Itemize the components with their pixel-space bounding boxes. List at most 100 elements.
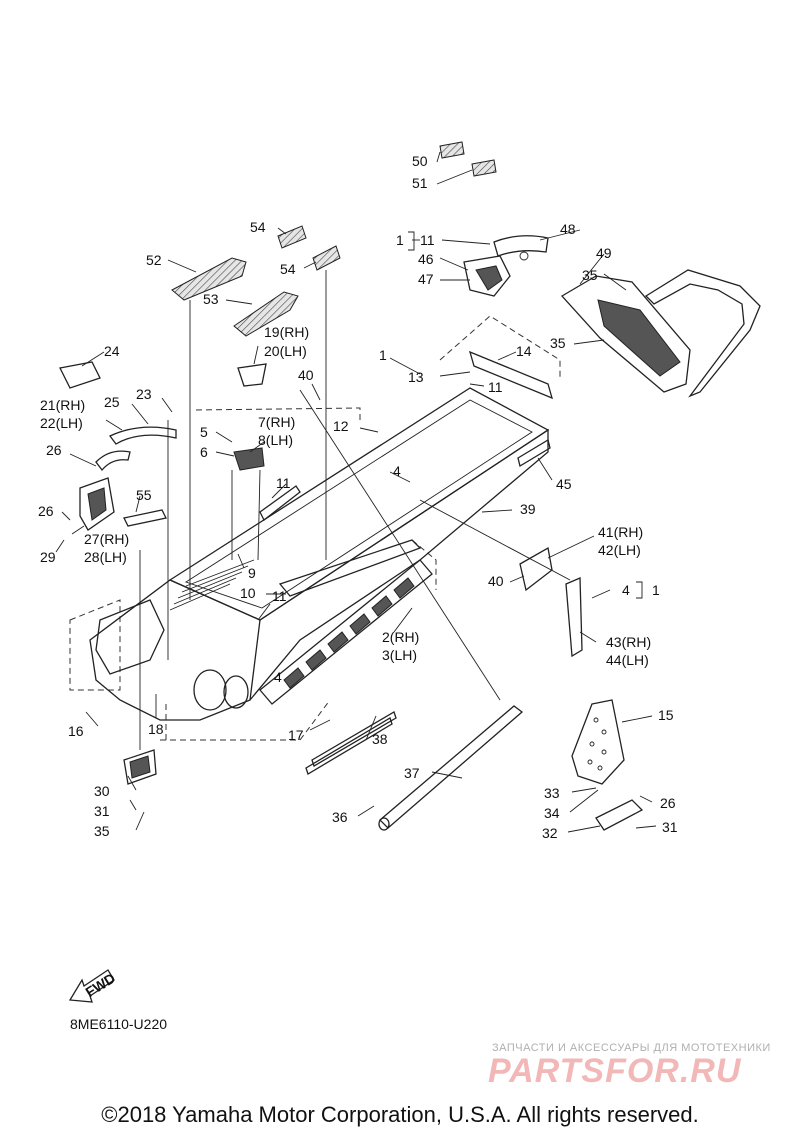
callout-21-rh: 21(RH) [40, 397, 85, 413]
callout-1-top: 1 [396, 232, 404, 248]
callout-4-c: 4 [274, 669, 282, 685]
callout-6: 6 [200, 444, 208, 460]
callout-11-d: 11 [272, 588, 287, 604]
grab-bar-21-22 [95, 426, 177, 472]
callout-28-lh: 28(LH) [84, 549, 127, 565]
callout-8-lh: 8(LH) [258, 432, 293, 448]
callout-29: 29 [40, 549, 56, 565]
copyright-notice: ©2018 Yamaha Motor Corporation, U.S.A. A… [101, 1102, 699, 1127]
callout-1-b: 1 [652, 582, 660, 598]
callout-3-lh: 3(LH) [382, 647, 417, 663]
chassis-frame-1 [69, 315, 561, 741]
callout-36: 36 [332, 809, 348, 825]
callout-37: 37 [404, 765, 420, 781]
callout-25: 25 [104, 394, 120, 410]
bumper-49 [560, 269, 761, 398]
callout-41-rh: 41(RH) [598, 524, 643, 540]
callout-26-a: 26 [46, 442, 62, 458]
callout-19-rh: 19(RH) [264, 324, 309, 340]
callout-35-bottom: 35 [94, 823, 110, 839]
callout-9: 9 [248, 565, 256, 581]
callout-54-right: 54 [280, 261, 296, 277]
callout-48: 48 [560, 221, 576, 237]
callout-10: 10 [240, 585, 256, 601]
callout-12: 12 [333, 418, 349, 434]
callout-2-rh: 2(RH) [382, 629, 419, 645]
plate-55 [123, 509, 167, 527]
callout-40-top: 40 [298, 367, 314, 383]
decal-50 [439, 141, 465, 159]
bracket-46-47 [463, 255, 511, 297]
pad-32 [595, 799, 644, 831]
watermark-tagline: ЗАПЧАСТИ И АКСЕССУАРЫ ДЛЯ МОТОТЕХНИКИ [492, 1042, 771, 1054]
callout-11-top: 11 [420, 232, 435, 248]
callout-22-lh: 22(LH) [40, 415, 83, 431]
callout-47: 47 [418, 271, 434, 287]
callout-13: 13 [408, 369, 424, 385]
callout-31-b: 31 [662, 819, 678, 835]
callout-15: 15 [658, 707, 674, 723]
callout-38: 38 [372, 731, 388, 747]
footrest-15 [571, 699, 625, 785]
callout-46: 46 [418, 251, 434, 267]
callout-5: 5 [200, 424, 208, 440]
callout-52: 52 [146, 252, 162, 268]
bracket-7-8 [233, 447, 265, 471]
watermark-logo: PARTSFOR.RU [488, 1052, 742, 1090]
bar-36-37 [378, 705, 524, 831]
panel-27-28 [79, 477, 115, 531]
leader-lines [55, 151, 657, 833]
callout-1-mid: 1 [379, 347, 387, 363]
callout-45: 45 [556, 476, 572, 492]
fwd-arrow-icon: FWD [68, 969, 118, 1003]
callout-14: 14 [516, 343, 532, 359]
callout-43-rh: 43(RH) [606, 634, 651, 650]
callout-42-lh: 42(LH) [598, 542, 641, 558]
callout-54-left: 54 [250, 219, 266, 235]
drawing-code: 8ME6110-U220 [70, 1016, 168, 1032]
callout-44-lh: 44(LH) [606, 652, 649, 668]
callout-55: 55 [136, 487, 152, 503]
handle-48 [493, 235, 549, 261]
callout-labels: 50 51 54 54 52 53 1 11 46 47 48 49 35 35… [38, 153, 678, 841]
cover-24 [59, 361, 101, 389]
callout-20-lh: 20(LH) [264, 343, 307, 359]
callout-23: 23 [136, 386, 152, 402]
callout-11-b: 11 [488, 379, 503, 395]
callout-26-b: 26 [38, 503, 54, 519]
callout-35-mid: 35 [550, 335, 566, 351]
mat-53 [233, 291, 299, 337]
pad-54-left [277, 225, 307, 249]
callout-27-rh: 27(RH) [84, 531, 129, 547]
callout-32: 32 [542, 825, 558, 841]
callout-30: 30 [94, 783, 110, 799]
rail-43-44 [565, 577, 583, 658]
mat-52 [171, 257, 247, 301]
callout-39: 39 [520, 501, 536, 517]
pad-54-right [312, 245, 341, 271]
callout-7-rh: 7(RH) [258, 414, 295, 430]
callout-31-a: 31 [94, 803, 110, 819]
bracket-19-20 [237, 363, 267, 387]
callout-40-b: 40 [488, 573, 504, 589]
decal-51 [471, 159, 497, 177]
fwd-label: FWD [82, 970, 118, 1000]
pad-30 [123, 749, 157, 785]
callout-4-b: 4 [622, 582, 630, 598]
callout-11-c: 11 [276, 475, 291, 491]
group-brackets [408, 231, 643, 599]
callout-34: 34 [544, 805, 560, 821]
callout-17: 17 [288, 727, 304, 743]
callout-24: 24 [104, 343, 120, 359]
callout-50: 50 [412, 153, 428, 169]
callout-26-c: 26 [660, 795, 676, 811]
callout-18: 18 [148, 721, 164, 737]
plate-45 [517, 438, 551, 468]
callout-51: 51 [412, 175, 428, 191]
callout-53: 53 [203, 291, 219, 307]
callout-49: 49 [596, 245, 612, 261]
callout-4-a: 4 [393, 463, 401, 479]
callout-16: 16 [68, 723, 84, 739]
